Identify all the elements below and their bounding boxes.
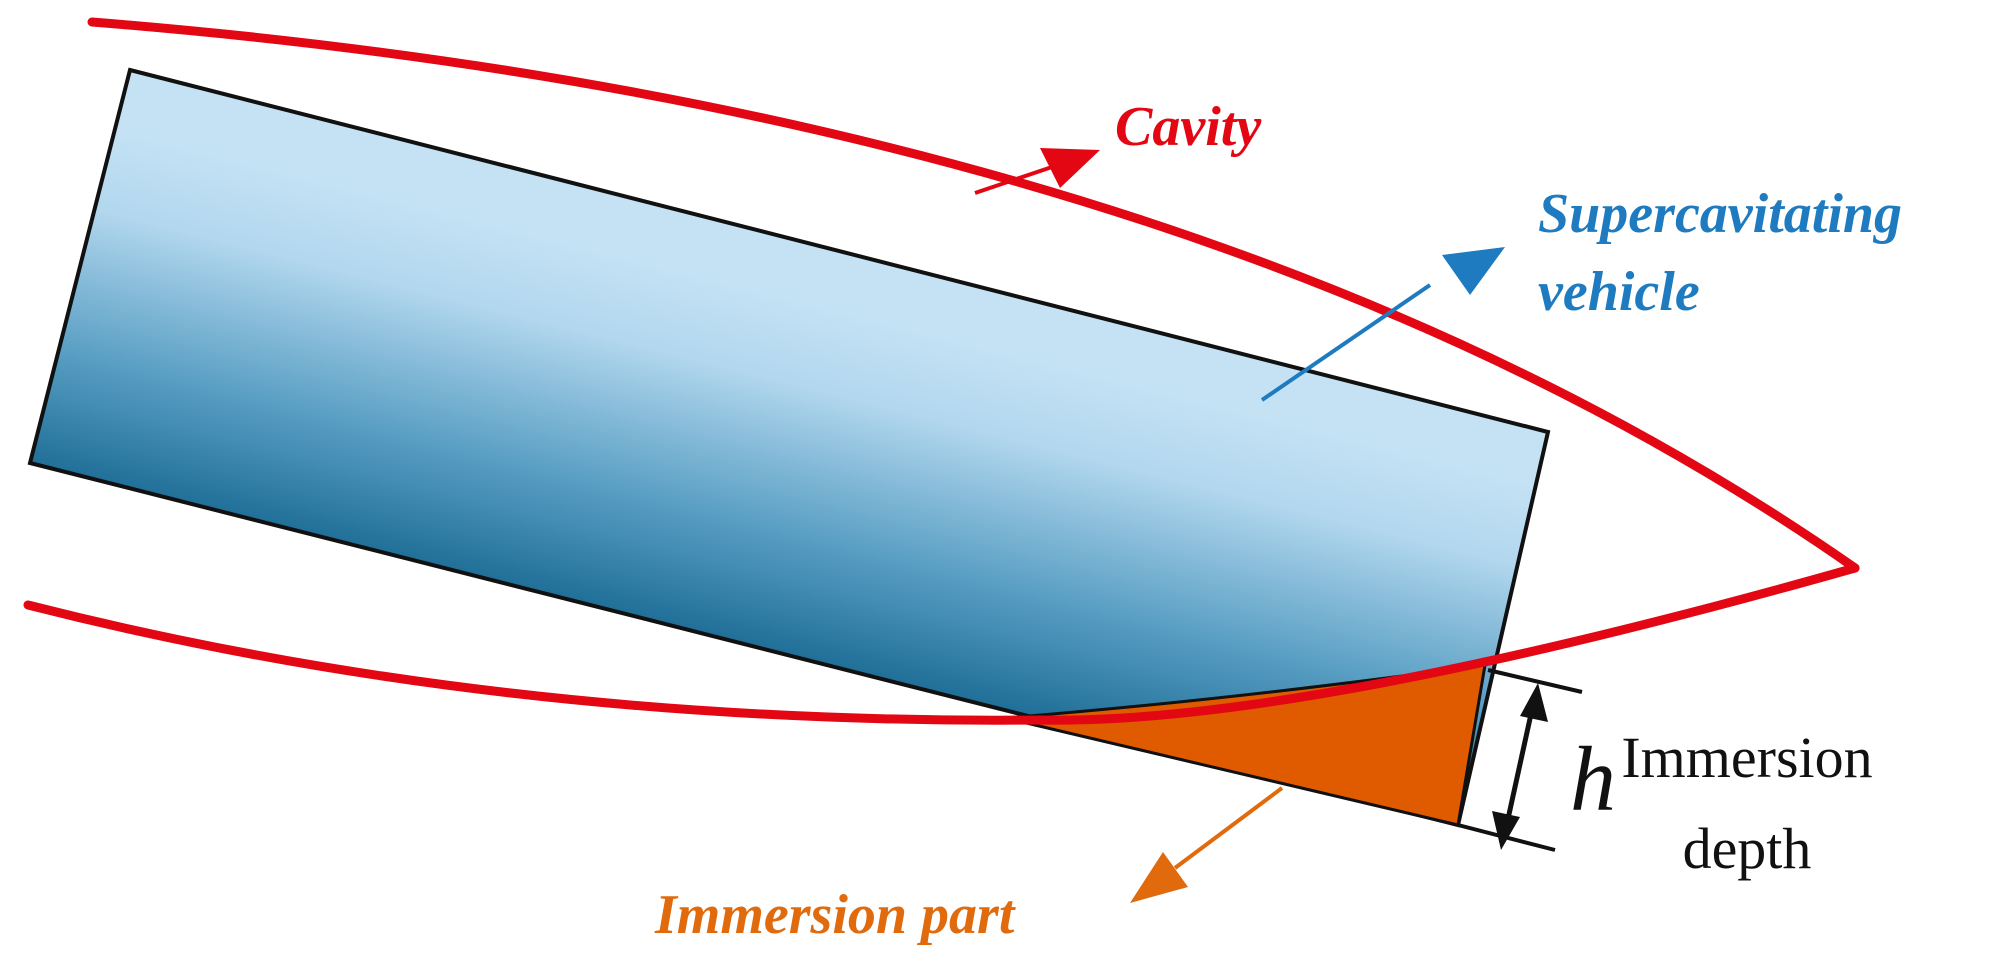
cavity-arrow: [974, 148, 1100, 195]
cavity-lower-curve: [23, 563, 1860, 725]
immersion-depth-label-line2: depth: [1683, 816, 1812, 881]
vehicle-arrow: [1260, 247, 1505, 402]
immersion-part-arrow: [1130, 786, 1284, 903]
h-symbol: h: [1570, 728, 1616, 830]
immersion-depth-label-line1: Immersion: [1621, 725, 1872, 790]
immersion-part-label: Immersion part: [654, 884, 1016, 946]
cavity-label: Cavity: [1115, 96, 1262, 158]
cavity-upper-curve: [87, 17, 1860, 573]
vehicle-label-line2: vehicle: [1538, 261, 1700, 323]
immersion-depth-dimension: [1457, 668, 1583, 852]
vehicle-label-line1: Supercavitating: [1538, 183, 1902, 245]
